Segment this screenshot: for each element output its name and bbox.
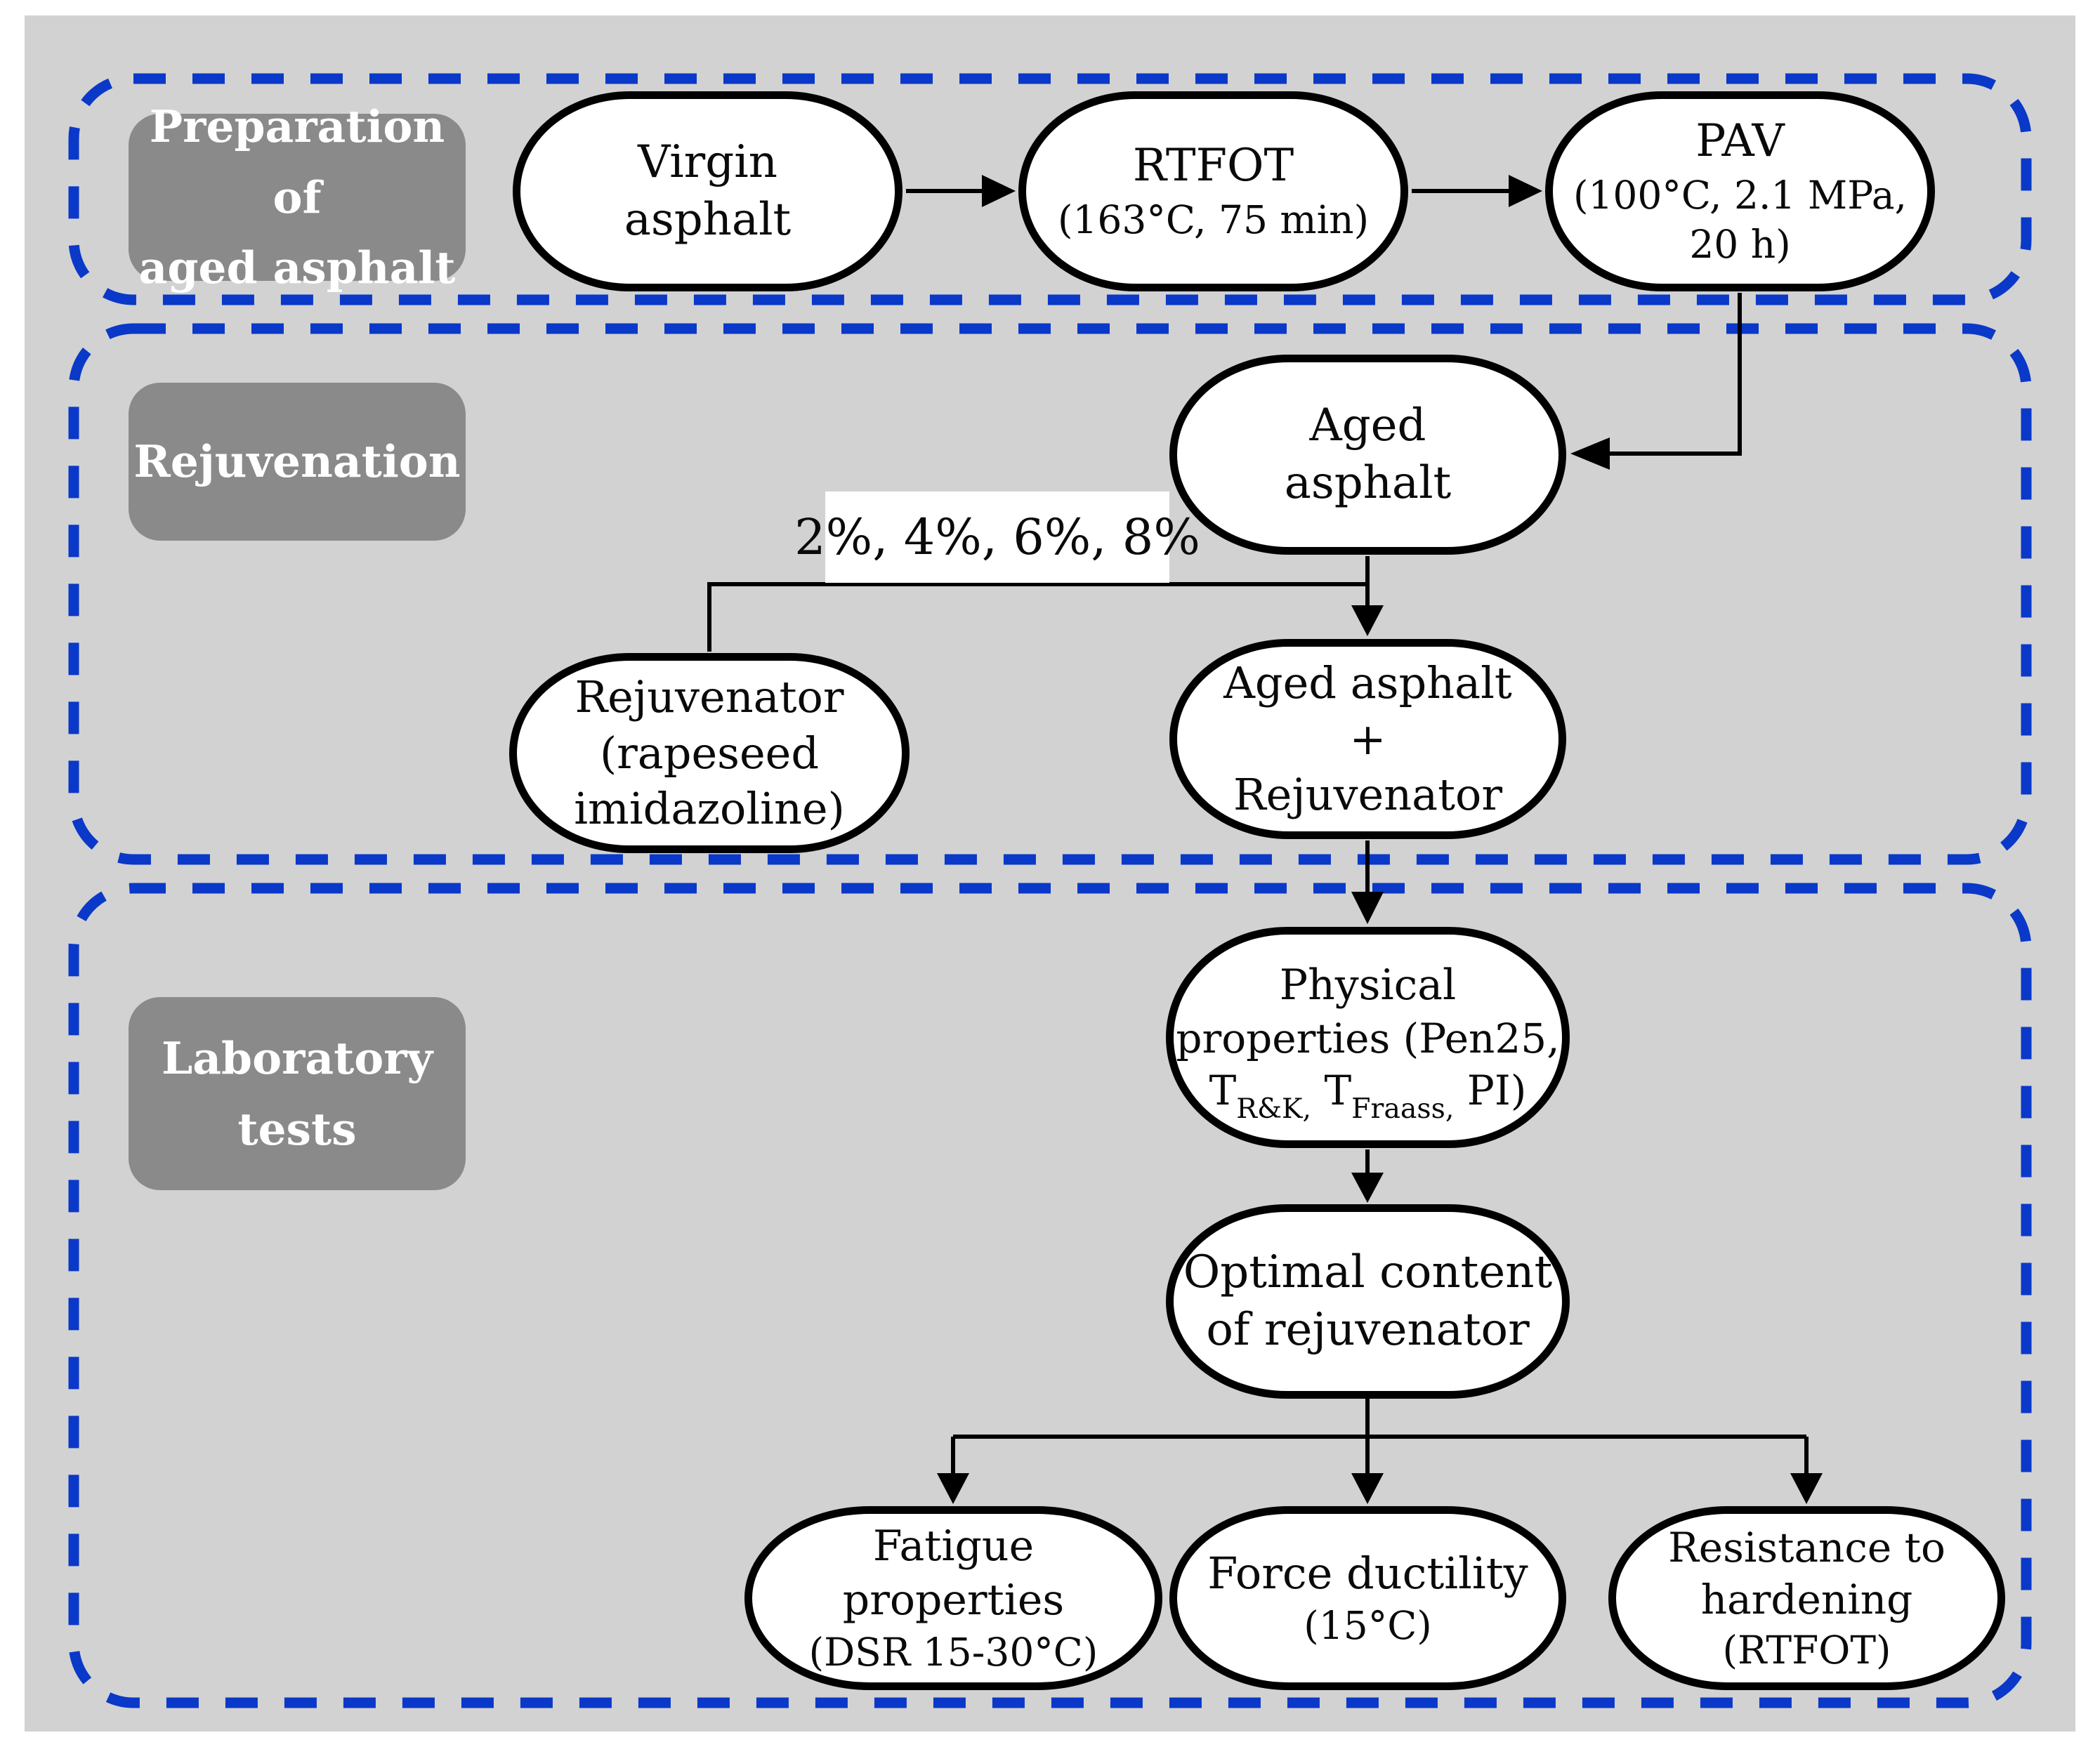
node-text-line: asphalt bbox=[624, 193, 792, 246]
node-text-line: properties bbox=[842, 1575, 1065, 1625]
node-force-ductility: Force ductility (15°C) bbox=[1169, 1506, 1566, 1690]
arrowhead-branch-to-ductility bbox=[1351, 1473, 1384, 1504]
arrowhead-rtfot-to-pav bbox=[1509, 175, 1542, 207]
arrowhead-virgin-to-rtfot bbox=[982, 175, 1016, 207]
t-symbol: T bbox=[1311, 1066, 1352, 1114]
t-subscript-fraass: Fraass, bbox=[1351, 1092, 1455, 1125]
section-label-line: Laboratory bbox=[161, 1031, 433, 1084]
t-symbol: T bbox=[1209, 1066, 1237, 1114]
node-text-line: RTFOT bbox=[1132, 140, 1294, 192]
node-text-line: Aged asphalt bbox=[1223, 657, 1512, 709]
section-label-laboratory: Laboratory tests bbox=[129, 997, 466, 1190]
node-text-line: (15°C) bbox=[1304, 1603, 1432, 1649]
section-label-line: tests bbox=[237, 1102, 357, 1155]
section-label-line: Rejuvenation bbox=[133, 435, 461, 488]
node-text-line: asphalt bbox=[1284, 456, 1452, 509]
node-rejuvenator: Rejuvenator (rapeseed imidazoline) bbox=[509, 653, 910, 853]
section-label-rejuvenation: Rejuvenation bbox=[129, 383, 466, 541]
arrow-pav-to-aged bbox=[1610, 293, 1742, 456]
node-text-line: (rapeseed bbox=[599, 727, 820, 779]
arrowhead-branch-to-hardening bbox=[1790, 1473, 1823, 1504]
node-text-line: Optimal content bbox=[1183, 1246, 1553, 1298]
section-label-preparation: Preparation of aged asphalt bbox=[129, 100, 466, 294]
dose-percentages-label: 2%, 4%, 6%, 8% bbox=[794, 492, 1200, 583]
node-text-line: properties (Pen25, bbox=[1176, 1014, 1560, 1062]
arrowhead-mixture-to-physical bbox=[1351, 892, 1384, 924]
section-box-preparation bbox=[68, 73, 2032, 305]
section-box-laboratory bbox=[68, 883, 2032, 1708]
node-text-line: (RTFOT) bbox=[1722, 1628, 1891, 1673]
node-optimal-content: Optimal content of rejuvenator bbox=[1166, 1204, 1570, 1399]
node-text-line: (DSR 15-30°C) bbox=[808, 1629, 1098, 1675]
node-pav: PAV (100°C, 2.1 MPa, 20 h) bbox=[1545, 91, 1935, 291]
arrowhead-aged-to-mixture bbox=[1351, 605, 1384, 636]
node-text-line: (163°C, 75 min) bbox=[1057, 197, 1370, 243]
node-text-segment: PI) bbox=[1454, 1066, 1527, 1114]
arrowhead-pav-to-aged bbox=[1570, 437, 1610, 470]
node-resistance-hardening: Resistance to hardening (RTFOT) bbox=[1608, 1506, 2005, 1690]
node-text-line: (100°C, 2.1 MPa, bbox=[1573, 173, 1908, 218]
node-text-line: Aged bbox=[1309, 399, 1426, 451]
node-text-line: of rejuvenator bbox=[1206, 1303, 1530, 1356]
node-text-line: Resistance to bbox=[1668, 1523, 1945, 1571]
node-text-line: Force ductility bbox=[1207, 1548, 1528, 1600]
node-fatigue-properties: Fatigue properties (DSR 15-30°C) bbox=[744, 1506, 1162, 1690]
section-label-line: aged asphalt bbox=[138, 242, 456, 294]
node-text-line: Physical bbox=[1279, 960, 1457, 1010]
node-text-line: + bbox=[1349, 713, 1386, 765]
node-text-line: Fatigue bbox=[872, 1522, 1035, 1571]
line-branch-to-rejuvenator bbox=[707, 582, 1367, 652]
node-text-line: Rejuvenator bbox=[1233, 769, 1503, 821]
arrowhead-branch-to-fatigue bbox=[937, 1473, 969, 1504]
node-text-line: TR&K, TFraass, PI) bbox=[1209, 1064, 1527, 1123]
node-text-line: 20 h) bbox=[1689, 222, 1791, 268]
section-label-line: Preparation of bbox=[149, 100, 445, 223]
node-text-line: hardening bbox=[1700, 1575, 1913, 1623]
t-subscript-rk: R&K, bbox=[1236, 1092, 1312, 1125]
node-virgin-asphalt: Virgin asphalt bbox=[513, 91, 903, 291]
node-text-line: Rejuvenator bbox=[575, 671, 844, 723]
node-aged-asphalt: Aged asphalt bbox=[1169, 355, 1566, 555]
node-rtfot: RTFOT (163°C, 75 min) bbox=[1018, 91, 1408, 291]
node-physical-properties: Physical properties (Pen25, TR&K, TFraas… bbox=[1166, 927, 1570, 1148]
node-aged-plus-rejuvenator: Aged asphalt + Rejuvenator bbox=[1169, 639, 1566, 839]
node-text-line: Virgin bbox=[638, 136, 777, 188]
node-text-line: PAV bbox=[1695, 115, 1785, 168]
node-text-line: imidazoline) bbox=[574, 783, 845, 835]
section-box-rejuvenation bbox=[68, 323, 2032, 865]
arrowhead-physical-to-optimal bbox=[1351, 1173, 1384, 1203]
